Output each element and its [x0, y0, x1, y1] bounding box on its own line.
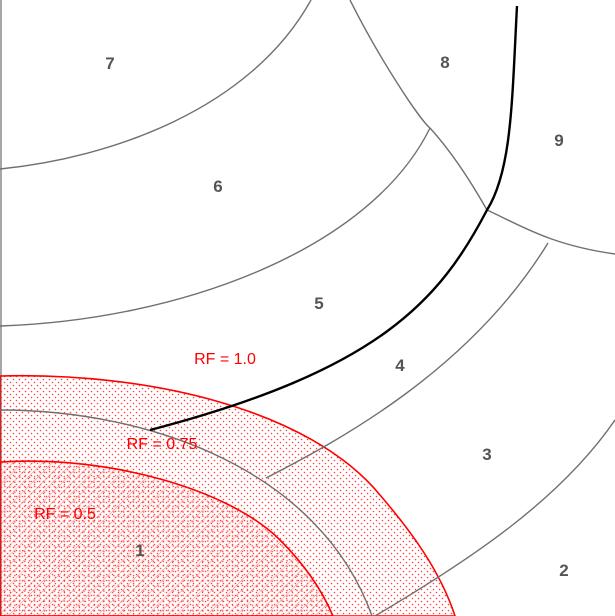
- boundary-8-left: [349, 0, 431, 129]
- zone-label-1: 1: [135, 541, 144, 560]
- rf-label-1: RF = 1.0: [194, 351, 256, 368]
- rf-label-05: RF = 0.5: [34, 506, 96, 523]
- boundary-4-3: [265, 242, 549, 479]
- rf-05-region: [0, 460, 334, 616]
- zone-label-3: 3: [482, 445, 491, 464]
- boundary-6-5: [0, 127, 431, 327]
- zone-label-4: 4: [395, 356, 405, 375]
- boundary-1-outer: [0, 409, 373, 616]
- boundary-3-2: [374, 419, 615, 616]
- zone-label-5: 5: [314, 294, 323, 313]
- rf-label-075: RF = 0.75: [127, 436, 198, 453]
- boundary-8-ridge: [429, 127, 488, 211]
- boundary-7-6: [0, 0, 312, 170]
- zone-label-2: 2: [559, 561, 568, 580]
- rf-1-boundary: [149, 5, 519, 432]
- zone-label-6: 6: [213, 177, 222, 196]
- boundary-9-bottom: [486, 209, 615, 255]
- zone-label-7: 7: [105, 54, 114, 73]
- zone-label-9: 9: [554, 131, 563, 150]
- zone-label-8: 8: [440, 53, 449, 72]
